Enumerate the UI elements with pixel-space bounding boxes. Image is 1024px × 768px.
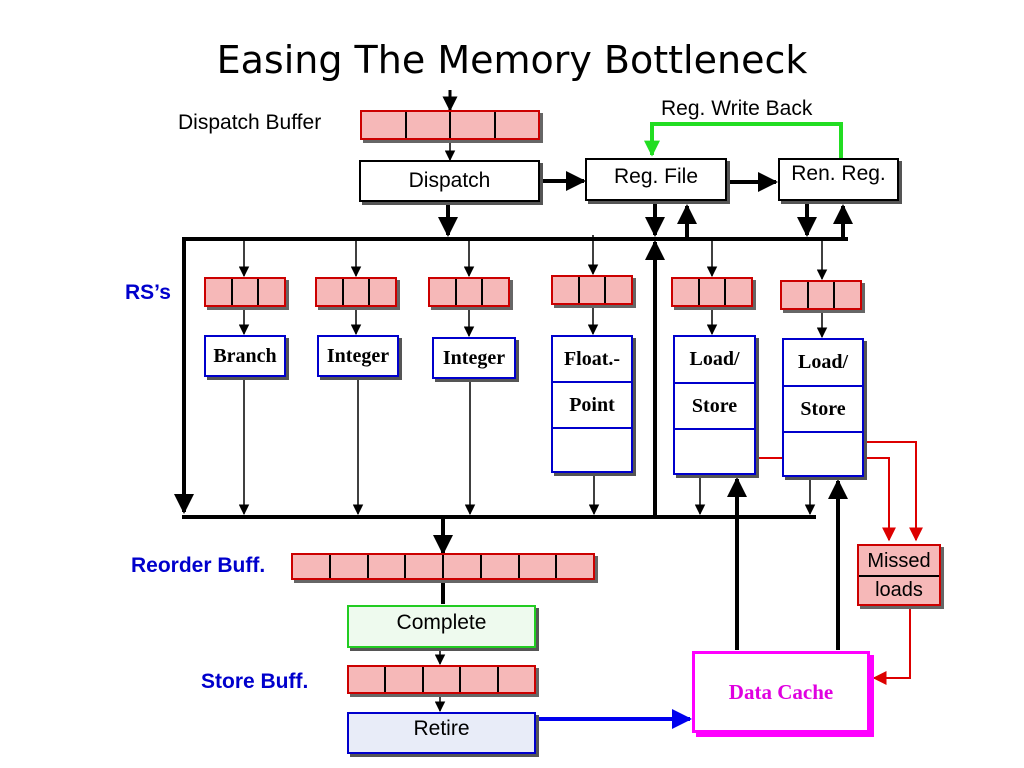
buffer-slot — [606, 277, 631, 303]
integer-unit-2: Integer — [432, 337, 516, 379]
rs-load-store-1 — [671, 277, 753, 307]
slide-title: Easing The Memory Bottleneck — [216, 38, 808, 82]
rs-float-point — [551, 275, 633, 305]
missed-to-cache-path — [872, 608, 911, 685]
dispatch-box: Dispatch — [359, 160, 540, 202]
fu-row: Float.- — [553, 337, 631, 383]
load-store-unit-1: Load/ Store — [673, 335, 756, 475]
buffer-slot — [233, 279, 260, 305]
buffer-slot — [362, 112, 407, 138]
buffer-slot — [369, 555, 407, 578]
buffer-slot — [496, 112, 539, 138]
buffer-slot — [407, 112, 451, 138]
load-store-unit-2: Load/ Store — [782, 338, 864, 477]
buffer-slot — [580, 277, 607, 303]
buffer-slot — [370, 279, 395, 305]
buffer-slot — [520, 555, 558, 578]
buffer-slot — [557, 555, 593, 578]
buffer-slot — [553, 277, 580, 303]
data-cache-box: Data Cache — [692, 651, 870, 733]
reg-write-back-label: Reg. Write Back — [661, 97, 813, 120]
dispatch-buffer-label: Dispatch Buffer — [178, 111, 322, 134]
buffer-slot — [430, 279, 457, 305]
buffer-slot — [451, 112, 496, 138]
rs-integer-2 — [428, 277, 510, 307]
load-store-1-label-b: Store — [691, 394, 738, 417]
buffer-slot — [317, 279, 344, 305]
integer-unit-1-label: Integer — [326, 344, 390, 367]
float-point-unit: Float.- Point — [551, 335, 633, 473]
buffer-slot — [482, 555, 520, 578]
buffer-slot — [700, 279, 727, 305]
retire-box: Retire — [347, 712, 536, 754]
reorder-buffer — [291, 553, 595, 580]
buffer-slot — [344, 279, 371, 305]
buffer-slot — [331, 555, 369, 578]
load-store-2-label-b: Store — [800, 397, 846, 420]
store-buff-label: Store Buff. — [201, 670, 309, 693]
buffer-slot — [259, 279, 284, 305]
missed-loads-line-2: loads — [875, 579, 923, 601]
buffer-slot — [457, 279, 484, 305]
rs-integer-1 — [315, 277, 397, 307]
write-back-path — [644, 122, 843, 158]
rs-load-store-2 — [780, 280, 862, 310]
buffer-slot — [726, 279, 751, 305]
complete-box: Complete — [347, 605, 536, 648]
buffer-slot — [809, 282, 836, 308]
store-buffer — [347, 665, 536, 694]
fu-row: Point — [553, 383, 631, 429]
load-store-1-label-a: Load/ — [689, 348, 740, 370]
rs-branch — [204, 277, 286, 307]
integer-unit-1: Integer — [317, 335, 399, 377]
integer-unit-2-label: Integer — [442, 346, 506, 369]
buffer-slot — [206, 279, 233, 305]
missed-loads-buffer: Missed loads — [857, 544, 941, 606]
fu-row: Load/ — [675, 337, 754, 384]
buffer-slot — [406, 555, 444, 578]
branch-unit-label: Branch — [213, 344, 277, 367]
rs-label: RS’s — [125, 281, 171, 304]
fu-row: Store — [784, 387, 862, 433]
dispatch-buffer — [360, 110, 540, 140]
float-point-label-1: Float.- — [563, 347, 621, 370]
ren-reg-box: Ren. Reg. — [778, 158, 899, 201]
buffer-slot — [444, 555, 482, 578]
buffer-slot — [483, 279, 508, 305]
buffer-slot — [349, 667, 387, 692]
buffer-slot — [461, 667, 499, 692]
load-store-2-label-a: Load/ — [797, 351, 849, 373]
ls2-miss-path — [864, 441, 923, 542]
missed-loads-line-1: Missed — [859, 547, 939, 577]
buffer-slot — [386, 667, 424, 692]
buffer-slot — [673, 279, 700, 305]
reorder-buff-label: Reorder Buff. — [131, 554, 266, 577]
buffer-slot — [782, 282, 809, 308]
float-point-label-2: Point — [569, 393, 615, 416]
buffer-slot — [499, 667, 534, 692]
buffer-slot — [835, 282, 860, 308]
branch-unit: Branch — [204, 335, 286, 377]
reg-file-box: Reg. File — [585, 158, 727, 201]
buffer-slot — [424, 667, 462, 692]
buffer-slot — [293, 555, 331, 578]
fu-row: Store — [675, 384, 754, 430]
fu-row: Load/ — [784, 340, 862, 387]
